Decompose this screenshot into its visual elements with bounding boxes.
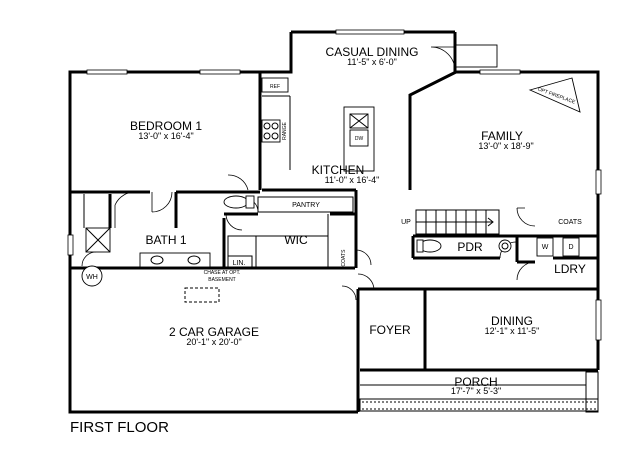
bedroom1-dims: 13'-0" x 16'-4" xyxy=(138,131,193,141)
windows xyxy=(67,29,602,341)
family-name: FAMILY xyxy=(481,129,523,143)
lin-label: LIN. xyxy=(233,260,246,267)
water-heater xyxy=(81,265,103,287)
kitchen-dims: 11'-0" x 16'-4" xyxy=(325,175,380,185)
casual-dining-dims: 11'-5" x 6'-0" xyxy=(347,57,397,67)
foyer-name: FOYER xyxy=(369,323,411,337)
dishwasher xyxy=(349,129,369,147)
floor-title: FIRST FLOOR xyxy=(70,419,169,436)
fireplace xyxy=(528,77,581,113)
coats-center-label: COATS xyxy=(341,249,347,267)
stairs xyxy=(415,209,500,235)
dw-label: DW xyxy=(355,136,364,142)
wh-label: WH xyxy=(86,274,98,281)
range xyxy=(261,119,281,143)
exterior-walls xyxy=(68,30,600,414)
pdr-name: PDR xyxy=(457,240,483,254)
casual-dining-name: CASUAL DINING xyxy=(326,45,419,59)
fixtures xyxy=(81,44,599,413)
pantry-label: PANTRY xyxy=(292,202,320,209)
porch-name: PORCH xyxy=(454,375,497,389)
wic-name: WIC xyxy=(284,233,308,247)
room-labels: CASUAL DINING 11'-5" x 6'-0" BEDROOM 1 1… xyxy=(130,45,586,396)
bath1-name: BATH 1 xyxy=(145,233,186,247)
bedroom1-name: BEDROOM 1 xyxy=(130,119,202,133)
garage-dims: 20'-1" x 20'-0" xyxy=(186,337,241,347)
dining-dims: 12'-1" x 11'-5" xyxy=(485,326,540,336)
door-swings xyxy=(81,46,536,301)
family-dims: 13'-0" x 18'-9" xyxy=(478,141,533,151)
ldry-name: LDRY xyxy=(554,262,586,276)
garage-name: 2 CAR GARAGE xyxy=(169,325,259,339)
coats-right-label: COATS xyxy=(558,219,582,226)
porch-dims: 17'-7" x 5'-3" xyxy=(451,386,501,396)
dryer xyxy=(562,237,580,257)
range-label: RANGE xyxy=(282,121,288,139)
washer xyxy=(536,237,554,257)
dryer-label: D xyxy=(568,244,573,251)
ref-label: REF xyxy=(270,84,280,90)
washer-label: W xyxy=(542,244,549,251)
refrigerator xyxy=(261,77,289,93)
chase-label: CHASE AT OPT. xyxy=(204,270,241,276)
up-label: UP xyxy=(401,219,411,226)
toilet xyxy=(223,195,249,209)
basement-label: BASEMENT xyxy=(208,277,236,283)
kitchen-name: KITCHEN xyxy=(312,163,365,177)
dining-name: DINING xyxy=(491,314,533,328)
